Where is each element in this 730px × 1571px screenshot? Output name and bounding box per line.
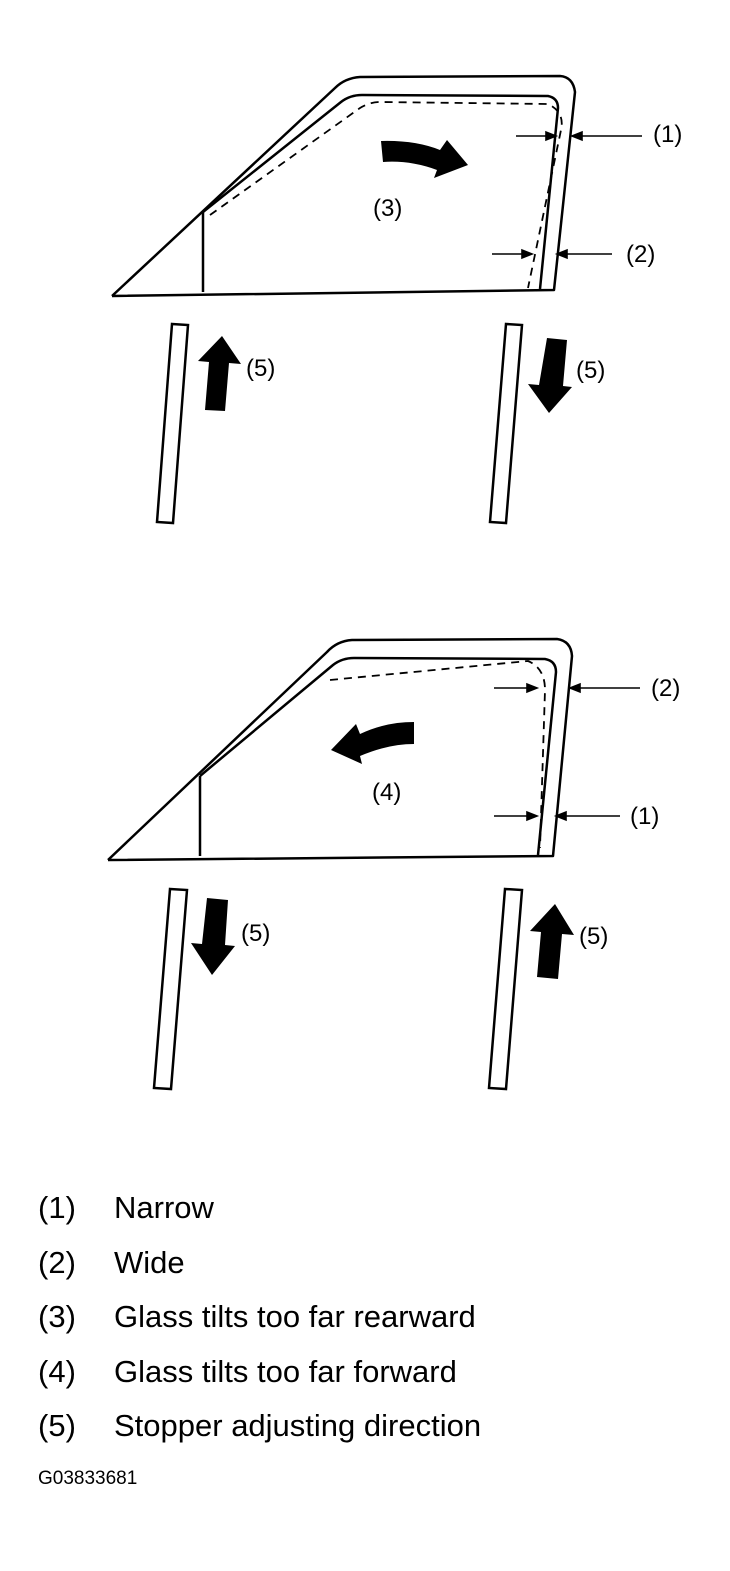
top-callout-upper: (1) — [653, 121, 682, 148]
top-stopper-left — [155, 322, 190, 525]
bottom-callout-lower: (1) — [630, 803, 659, 830]
top-stopper-right-label: (5) — [576, 357, 605, 384]
legend-key: (1) — [38, 1190, 76, 1225]
legend-text: Wide — [114, 1244, 185, 1280]
top-glass-dashed-outline — [209, 101, 563, 289]
legend-item: (3) Glass tilts too far rearward — [38, 1297, 481, 1352]
top-measure-lower — [492, 248, 612, 260]
top-tilt-label: (3) — [373, 195, 402, 222]
bottom-glass-dashed-outline — [329, 660, 546, 849]
top-stopper-left-arrow-up — [198, 336, 241, 411]
bottom-measure-upper — [494, 682, 640, 694]
bottom-stopper-left-arrow-down — [191, 898, 235, 975]
bottom-stopper-left — [152, 887, 189, 1091]
bottom-stopper-left-label: (5) — [241, 920, 270, 947]
legend-text: Narrow — [114, 1190, 214, 1225]
legend-item: (2) Wide — [38, 1243, 481, 1298]
legend-key: (5) — [38, 1408, 76, 1443]
bottom-stopper-right-arrow-up — [530, 904, 574, 979]
top-measure-upper — [516, 130, 642, 142]
legend-key: (2) — [38, 1244, 76, 1280]
legend-item: (1) Narrow — [38, 1188, 481, 1243]
legend-text: Glass tilts too far rearward — [114, 1299, 476, 1334]
top-tilt-arrow-rearward — [381, 140, 468, 178]
legend-key: (4) — [38, 1353, 76, 1389]
bottom-measure-lower — [494, 810, 620, 822]
legend: (1) Narrow (2) Wide (3) Glass tilts too far… — [38, 1188, 481, 1461]
legend-key: (3) — [38, 1299, 76, 1334]
legend-text: Stopper adjusting direction — [114, 1408, 482, 1443]
figure-id: G03833681 — [38, 1468, 138, 1489]
legend-text: Glass tilts too far forward — [114, 1353, 457, 1389]
bottom-stopper-right — [487, 887, 524, 1091]
bottom-stopper-right-label: (5) — [579, 923, 608, 950]
bottom-tilt-arrow-forward — [331, 722, 414, 764]
bottom-callout-upper: (2) — [651, 675, 680, 702]
top-stopper-right-arrow-down — [528, 338, 572, 413]
top-stopper-left-label: (5) — [246, 355, 275, 382]
top-door-frame — [111, 74, 577, 298]
top-callout-lower: (2) — [626, 241, 655, 268]
top-stopper-right — [488, 322, 524, 525]
bottom-tilt-label: (4) — [372, 779, 401, 806]
legend-item: (5) Stopper adjusting direction — [38, 1406, 481, 1461]
bottom-door-frame — [107, 637, 574, 862]
legend-item: (4) Glass tilts too far forward — [38, 1352, 481, 1407]
